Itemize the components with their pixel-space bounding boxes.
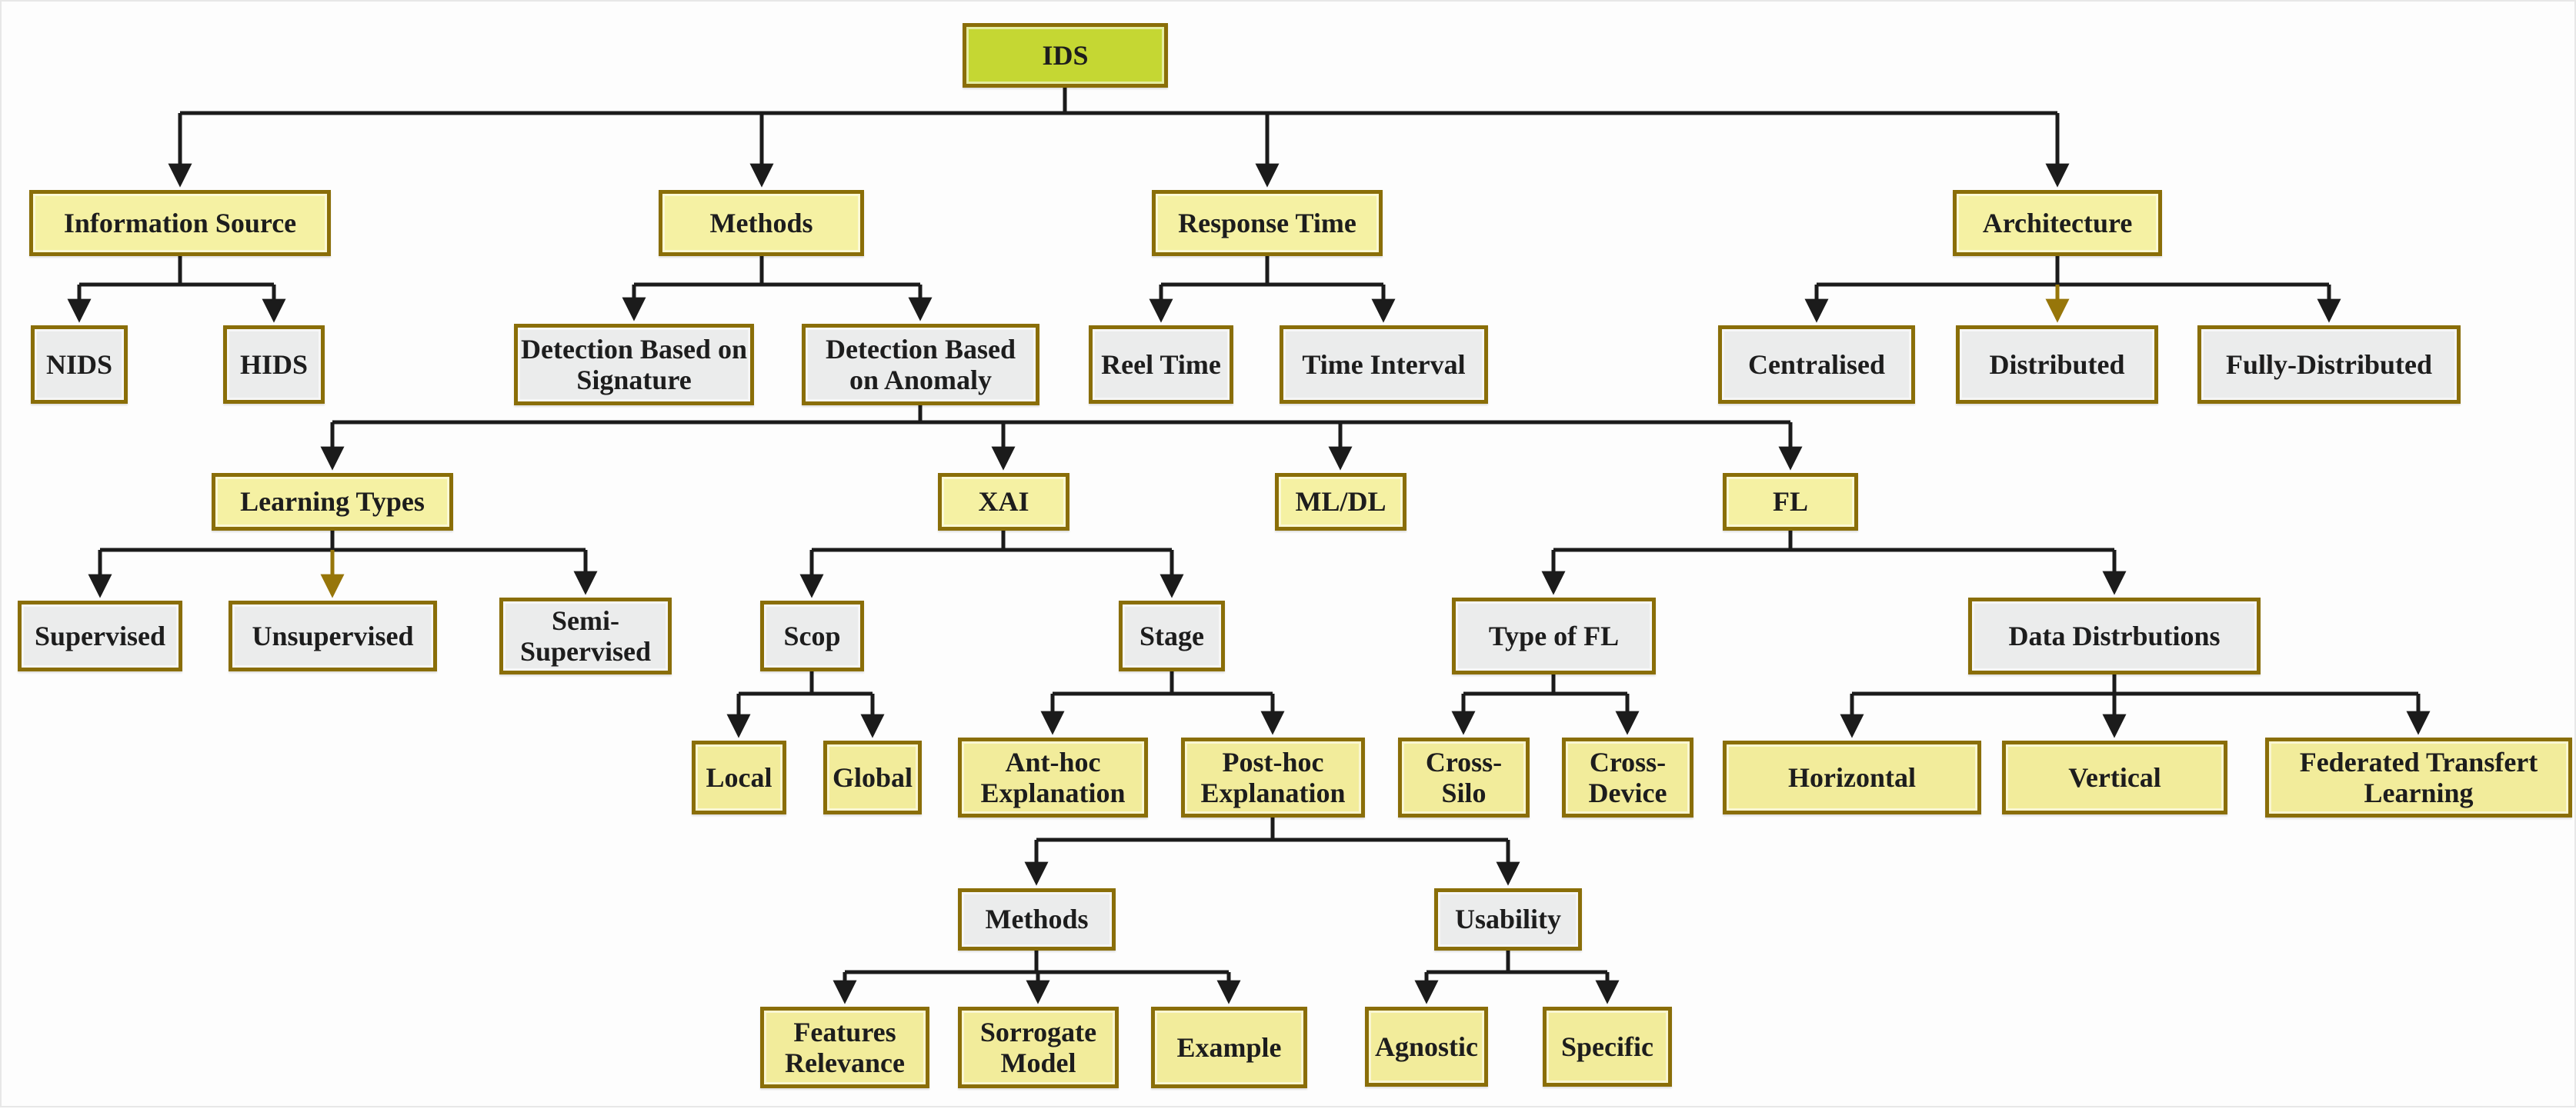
node-example: Example: [1151, 1007, 1307, 1088]
node-features-relevance: Features Relevance: [760, 1007, 929, 1088]
edges-from-information-source: [67, 256, 286, 323]
node-detection-signature: Detection Based on Signature: [514, 324, 754, 405]
node-specific: Specific: [1543, 1007, 1672, 1087]
edges-from-scop: [726, 671, 885, 738]
node-agnostic: Agnostic: [1365, 1007, 1488, 1087]
node-cross-device: Cross-Device: [1562, 738, 1693, 818]
edges-from-fl: [1541, 531, 2127, 595]
node-detection-anomaly: Detection Based on Anomaly: [802, 324, 1039, 405]
node-stage: Stage: [1119, 601, 1225, 671]
node-time-interval: Time Interval: [1280, 325, 1488, 404]
edges-from-methods: [622, 256, 933, 321]
node-data-distrbutions: Data Distrbutions: [1968, 598, 2261, 674]
node-local: Local: [692, 741, 786, 814]
edges-from-architecture: [1804, 256, 2341, 323]
edges-from-usability: [1414, 951, 1620, 1004]
edges-from-xai-methods: [833, 951, 1241, 1004]
node-hids: HIDS: [223, 325, 325, 404]
node-methods: Methods: [659, 190, 864, 256]
edges-from-post-hoc: [1024, 818, 1520, 886]
node-sorrogate-model: Sorrogate Model: [958, 1007, 1119, 1088]
node-xai: XAI: [938, 473, 1069, 531]
node-usability: Usability: [1434, 888, 1582, 951]
node-semi-supervised: Semi-Supervised: [499, 598, 672, 674]
node-learning-types: Learning Types: [212, 473, 453, 531]
node-federated-transfert-learning: Federated Transfert Learning: [2265, 738, 2572, 818]
node-fl: FL: [1723, 473, 1858, 531]
edges-from-detection-anomaly: [320, 405, 1803, 471]
node-nids: NIDS: [31, 325, 128, 404]
edges-from-xai: [799, 531, 1184, 598]
node-ant-hoc-explanation: Ant-hoc Explanation: [958, 738, 1148, 818]
edges-from-response-time: [1149, 256, 1396, 323]
node-ml-dl: ML/DL: [1275, 473, 1406, 531]
edges-from-data-distrbutions: [1840, 674, 2431, 738]
node-type-of-fl: Type of FL: [1452, 598, 1656, 674]
node-response-time: Response Time: [1152, 190, 1383, 256]
node-reel-time: Reel Time: [1089, 325, 1233, 404]
node-information-source: Information Source: [29, 190, 331, 256]
node-horizontal: Horizontal: [1723, 741, 1981, 814]
node-vertical: Vertical: [2002, 741, 2227, 814]
node-global: Global: [823, 741, 922, 814]
edges-from-type-of-fl: [1451, 674, 1640, 735]
node-unsupervised: Unsupervised: [229, 601, 437, 671]
node-architecture: Architecture: [1953, 190, 2162, 256]
node-fully-distributed: Fully-Distributed: [2197, 325, 2461, 404]
node-distributed: Distributed: [1956, 325, 2158, 404]
node-post-hoc-explanation: Post-hoc Explanation: [1181, 738, 1365, 818]
node-supervised: Supervised: [18, 601, 182, 671]
node-scop: Scop: [760, 601, 864, 671]
edges-from-stage: [1040, 671, 1285, 735]
node-centralised: Centralised: [1718, 325, 1915, 404]
node-cross-silo: Cross-Silo: [1398, 738, 1530, 818]
edges-from-learning-types: [88, 531, 598, 598]
node-ids: IDS: [963, 23, 1168, 88]
edges-from-ids: [168, 88, 2070, 188]
node-xai-methods: Methods: [958, 888, 1116, 951]
